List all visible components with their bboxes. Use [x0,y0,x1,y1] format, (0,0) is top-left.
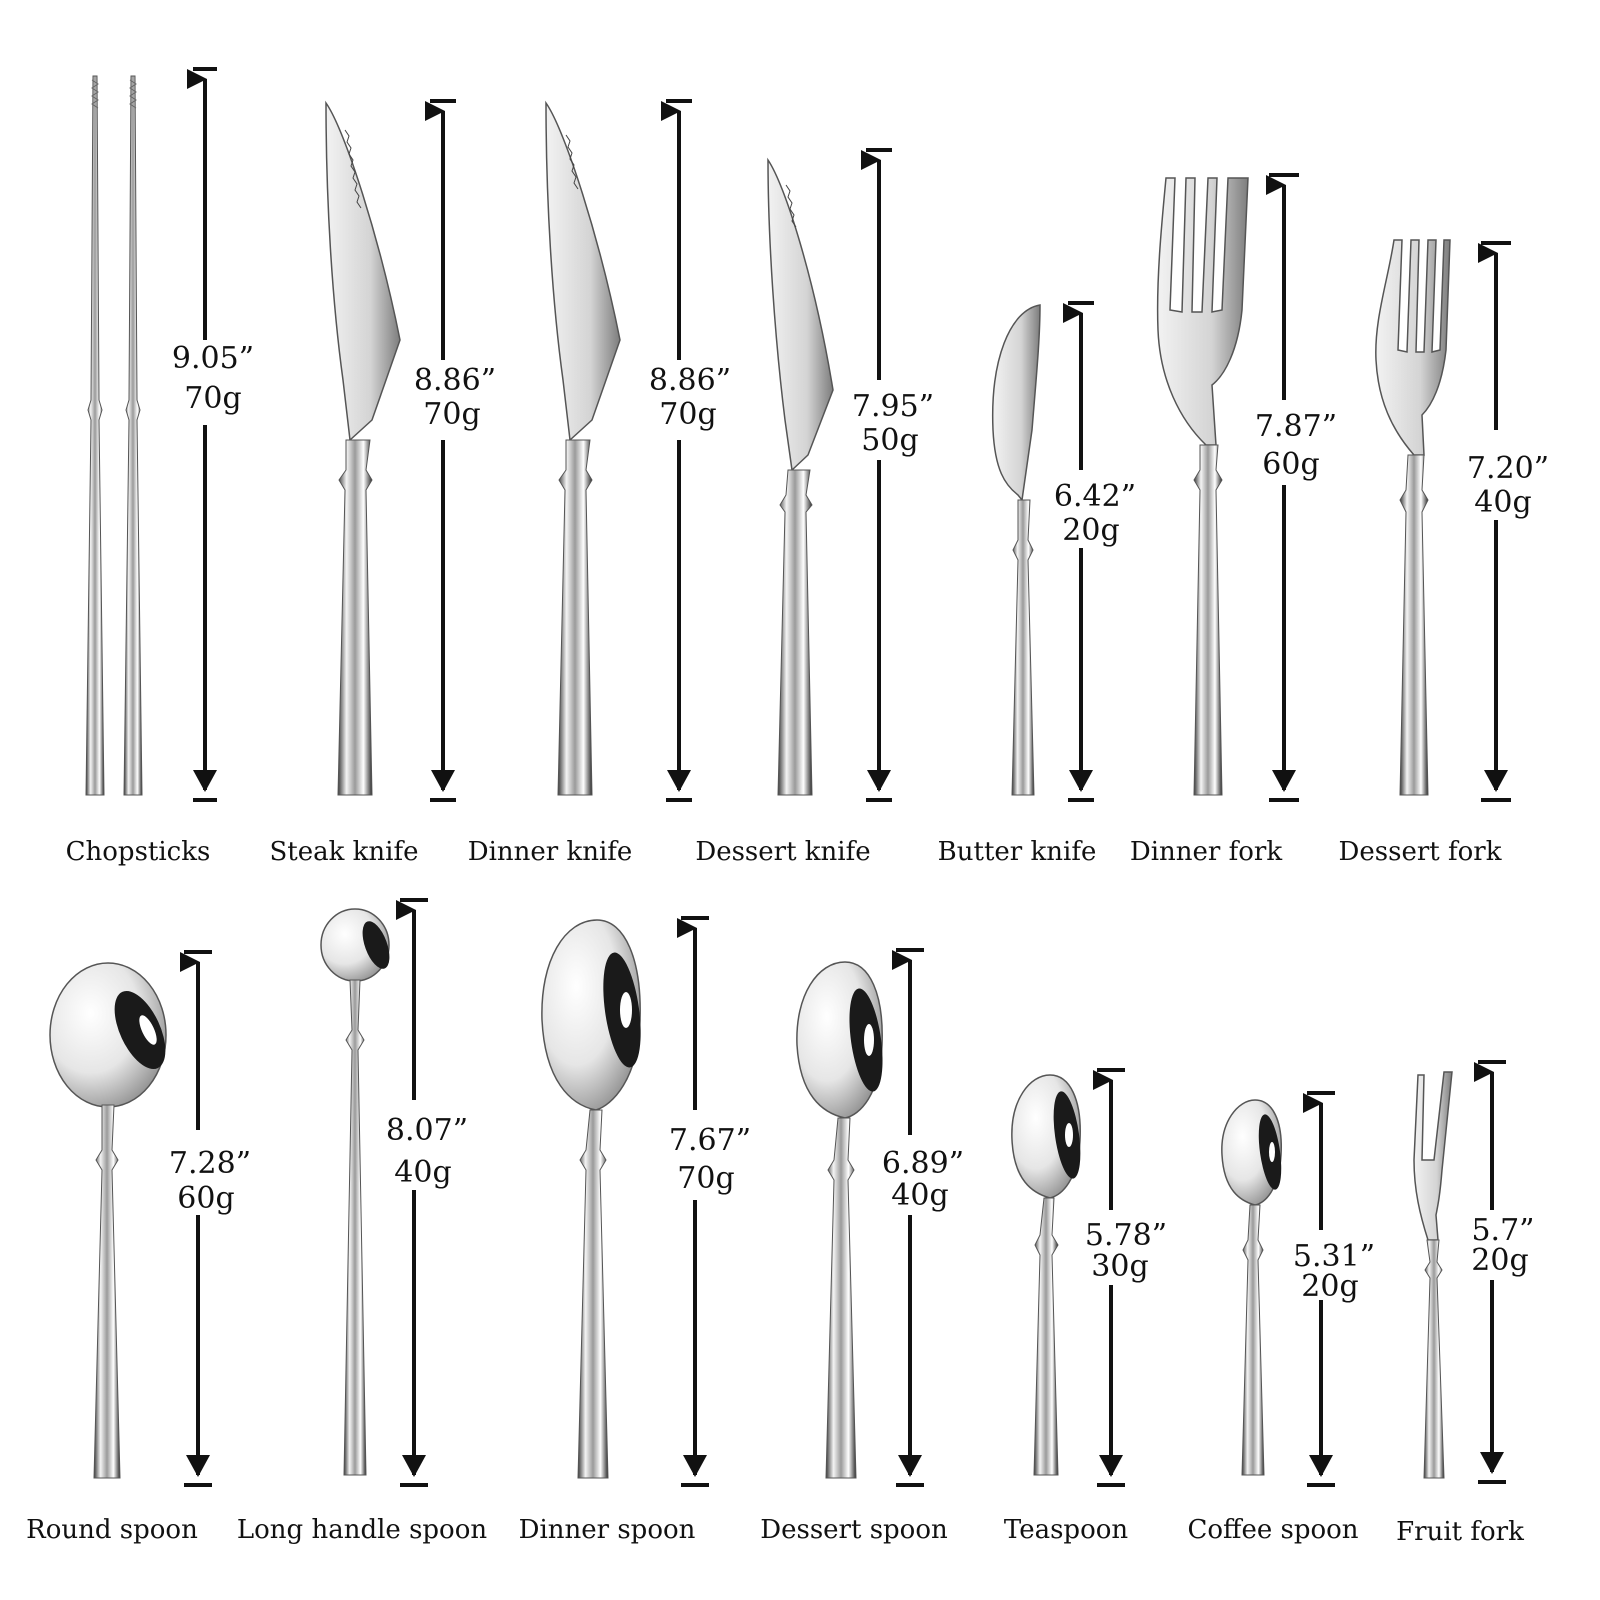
steak-knife-dimension [425,99,456,802]
dessert-fork-icon [1375,239,1451,796]
dessert-knife-dimension [861,148,892,802]
chopsticks-weight: 70g [184,381,241,416]
teaspoon-length: 5.78” [1085,1218,1167,1253]
fruit-fork-icon [1413,1071,1453,1479]
dessert-spoon-weight: 40g [891,1178,948,1213]
fruit-fork-label: Fruit fork [1396,1517,1524,1547]
coffee-spoon-label: Coffee spoon [1187,1515,1358,1545]
dessert-knife-length: 7.95” [852,389,934,424]
dinner-fork-dimension [1266,173,1299,802]
fruit-fork-weight: 20g [1471,1243,1528,1278]
dinner-fork-length: 7.87” [1255,409,1337,444]
coffee-spoon-length: 5.31” [1293,1239,1375,1274]
fruit-fork-length: 5.7” [1471,1213,1534,1248]
dessert-spoon-label: Dessert spoon [760,1515,948,1545]
dinner-knife-label: Dinner knife [468,837,633,867]
round-spoon-label: Round spoon [26,1515,198,1545]
dessert-fork-length: 7.20” [1467,451,1549,486]
teaspoon-icon [1011,1074,1081,1476]
chopsticks-label: Chopsticks [66,837,211,867]
steak-knife-icon [325,100,401,796]
teaspoon-weight: 30g [1091,1249,1148,1284]
dessert-spoon-dimension [892,948,924,1487]
dessert-spoon-length: 6.89” [882,1146,964,1181]
dessert-spoon-icon [796,961,883,1479]
dinner-knife-icon [545,100,621,796]
dinner-knife-weight: 70g [659,397,716,432]
dinner-spoon-weight: 70g [677,1161,734,1196]
dinner-knife-length: 8.86” [649,363,731,398]
chopsticks-dimension [187,67,217,802]
dinner-fork-icon [1156,177,1249,796]
butter-knife-weight: 20g [1062,513,1119,548]
butter-knife-label: Butter knife [938,837,1097,867]
long-handle-spoon-dimension [396,898,428,1487]
round-spoon-length: 7.28” [169,1146,251,1181]
round-spoon-dimension [180,950,212,1487]
coffee-spoon-icon [1221,1099,1282,1476]
chopsticks-length: 9.05” [172,341,254,376]
dinner-fork-weight: 60g [1262,447,1319,482]
dinner-spoon-dimension [677,916,709,1487]
long-handle-spoon-icon [320,908,390,1476]
dessert-knife-label: Dessert knife [695,837,870,867]
butter-knife-dimension [1063,301,1094,802]
round-spoon-weight: 60g [177,1181,234,1216]
round-spoon-icon [49,962,167,1479]
dessert-fork-weight: 40g [1474,485,1531,520]
dessert-fork-dimension [1478,241,1511,802]
butter-knife-length: 6.42” [1054,479,1136,514]
long-handle-spoon-label: Long handle spoon [237,1515,487,1545]
coffee-spoon-dimension [1303,1091,1335,1487]
dessert-fork-label: Dessert fork [1339,837,1502,867]
coffee-spoon-weight: 20g [1301,1269,1358,1304]
steak-knife-length: 8.86” [414,363,496,398]
long-handle-spoon-length: 8.07” [386,1113,468,1148]
teaspoon-dimension [1093,1068,1125,1487]
chopsticks-icon [85,75,143,796]
steak-knife-weight: 70g [423,397,480,432]
dinner-spoon-label: Dinner spoon [519,1515,696,1545]
teaspoon-label: Teaspoon [1004,1515,1129,1545]
dinner-spoon-icon [541,919,641,1479]
butter-knife-icon [991,304,1041,796]
steak-knife-label: Steak knife [270,837,419,867]
dinner-spoon-length: 7.67” [669,1123,751,1158]
dinner-fork-label: Dinner fork [1130,837,1282,867]
dessert-knife-icon [767,157,834,796]
dessert-knife-weight: 50g [861,423,918,458]
dinner-knife-dimension [661,99,692,802]
long-handle-spoon-weight: 40g [394,1155,451,1190]
fruit-fork-dimension [1474,1060,1506,1484]
